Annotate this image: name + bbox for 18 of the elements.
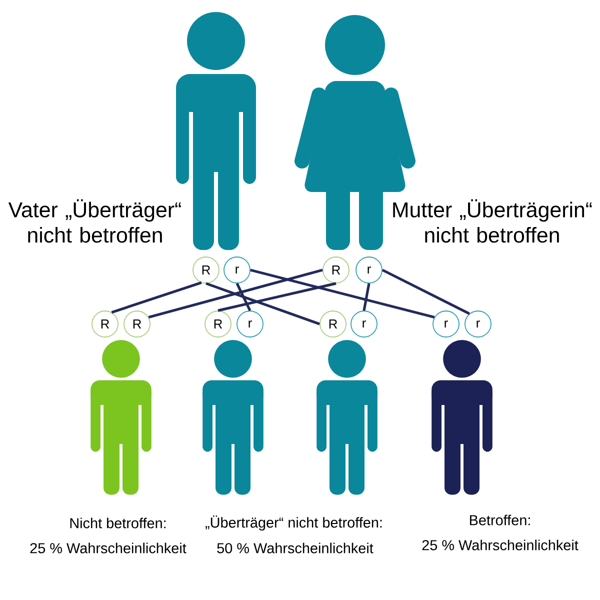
- node-label: Nicht betroffen:: [70, 518, 166, 528]
- person-figure: [202, 340, 264, 495]
- node-label: Vater „Überträger“ nicht betroffen: [8, 199, 181, 243]
- connector-line: [206, 282, 320, 326]
- connector-line: [218, 282, 336, 312]
- connector-line: [362, 283, 370, 311]
- person-figure: [316, 340, 378, 495]
- node-label: Betroffen:: [470, 514, 530, 526]
- node-label: 25 % Wahrscheinlichkeit: [422, 540, 578, 550]
- connector-line: [148, 268, 323, 319]
- node-label: Mutter „Überträgerin“ nicht betroffen: [393, 199, 592, 243]
- connector-line: [250, 268, 435, 319]
- connector-line: [111, 281, 202, 314]
- node-label: 25 % Wahrscheinlichkeit: [30, 542, 186, 554]
- caption: 50 % Wahrscheinlichkeit: [217, 542, 374, 554]
- connector-line: [382, 268, 470, 315]
- caption: „Überträger“ nicht betroffen:: [206, 515, 382, 531]
- connector-line: [236, 282, 252, 312]
